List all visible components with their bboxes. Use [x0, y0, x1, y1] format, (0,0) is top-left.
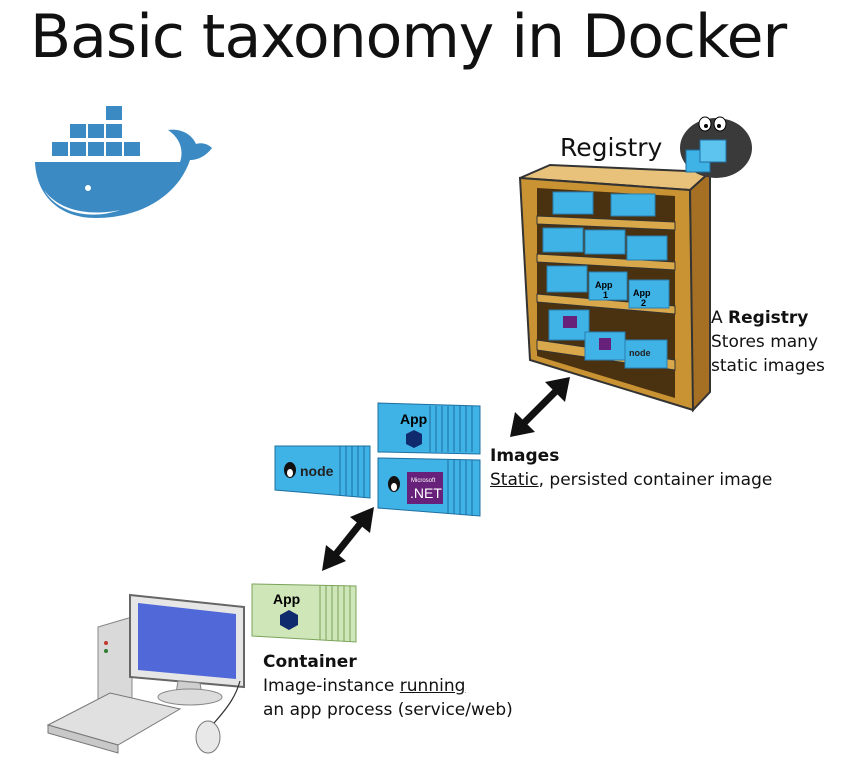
app2-text-b: 2	[641, 298, 646, 308]
app2-text-a: App	[633, 288, 651, 298]
container-app-label: App	[273, 591, 300, 607]
container-desc-prefix: Image-instance	[263, 676, 400, 696]
images-stack: App node Microsoft .NET	[274, 402, 481, 517]
images-container-arrow	[322, 507, 374, 571]
container-hexagon-icon	[280, 610, 298, 630]
shelf-node-text: node	[629, 348, 651, 358]
registry-desc-prefix: A	[711, 308, 729, 328]
registry-heading: Registry	[560, 133, 663, 162]
page-title: Basic taxonomy in Docker	[30, 2, 787, 72]
container-heading: Container	[263, 652, 357, 672]
net-small-label: Microsoft	[411, 478, 436, 484]
container-desc-underlined: running	[399, 676, 466, 696]
dotnet-logo-icon	[407, 472, 443, 504]
registry-shelf: App 1 App 2 node	[518, 163, 713, 413]
images-desc-rest: , persisted container image	[538, 470, 773, 490]
app1-text-a: App	[595, 280, 613, 290]
container-description: Container Image-instance running an app …	[263, 650, 513, 722]
app-image-box: App	[377, 402, 481, 455]
images-heading: Images	[490, 446, 560, 466]
running-container-box: App	[251, 583, 357, 643]
registry-desc-bold: Registry	[728, 308, 809, 328]
app-image-label: App	[400, 411, 427, 427]
registry-desc-line2: Stores many	[711, 332, 819, 352]
net-label: .NET	[410, 485, 442, 501]
app1-text-b: 1	[603, 290, 608, 300]
node-image-box: node	[274, 445, 371, 499]
registry-mascot-icon	[680, 116, 752, 178]
computer-icon	[46, 593, 245, 754]
images-description: Images Static, persisted container image	[490, 444, 772, 492]
registry-images-arrow	[510, 377, 570, 437]
node-label: node	[300, 463, 334, 479]
registry-description: A Registry Stores many static images	[711, 306, 825, 378]
container-desc-line2: an app process (service/web)	[263, 700, 513, 720]
registry-desc-line3: static images	[711, 356, 825, 376]
images-desc-underlined: Static	[490, 470, 539, 490]
docker-whale-icon	[35, 106, 212, 218]
app-hexagon-icon	[406, 430, 422, 448]
net-image-box: Microsoft .NET	[377, 457, 481, 517]
